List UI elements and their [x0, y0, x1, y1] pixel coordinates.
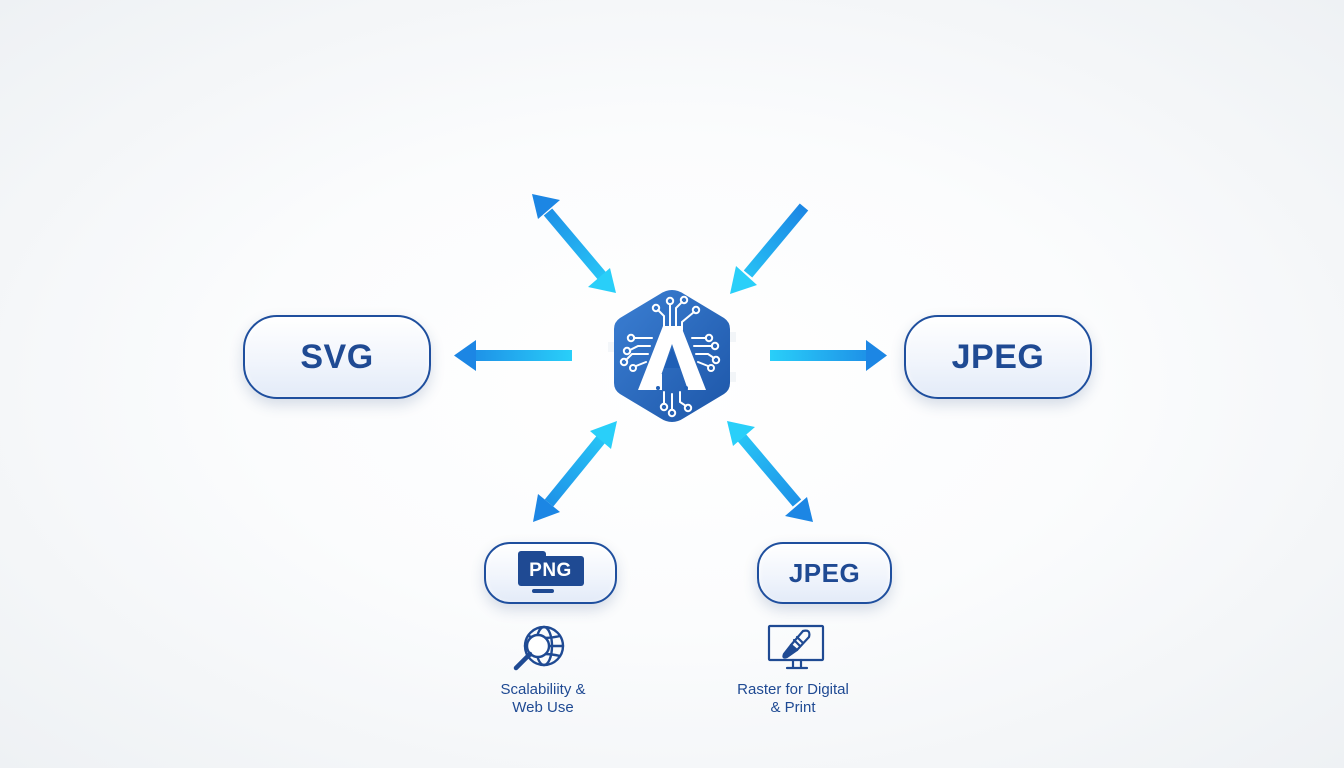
ai-hub-node[interactable]: [594, 286, 750, 426]
monitor-brush-icon: [767, 624, 827, 677]
feature-raster-caption: Raster for Digital & Print: [718, 681, 868, 717]
node-svg-label: SVG: [300, 337, 374, 376]
arrow-top-right: [730, 203, 809, 294]
arrow-right: [770, 340, 887, 371]
arrow-top-left: [532, 194, 616, 293]
feature-raster-line1: Raster for Digital: [737, 681, 849, 698]
node-png[interactable]: PNG: [484, 542, 617, 604]
arrow-bottom-left: [533, 421, 617, 522]
feature-scalability-line1: Scalabiliity &: [500, 681, 586, 698]
arrow-left: [454, 340, 572, 371]
node-png-label: PNG: [529, 560, 572, 581]
node-jpeg-bottom[interactable]: JPEG: [757, 542, 892, 604]
monitor-badge-icon: PNG: [517, 551, 584, 595]
ai-circuit-hexagon-icon: [594, 290, 750, 422]
node-jpeg-right[interactable]: JPEG: [904, 315, 1092, 399]
arrow-bottom-right: [727, 421, 813, 522]
feature-raster-line2: & Print: [770, 699, 816, 716]
feature-scalability-caption: Scalabiliity & Web Use: [473, 681, 613, 717]
magnifier-globe-icon: [509, 624, 569, 679]
node-jpeg-bottom-label: JPEG: [788, 557, 861, 588]
feature-scalability-line2: Web Use: [512, 699, 574, 716]
node-svg[interactable]: SVG: [243, 315, 431, 399]
node-jpeg-right-label: JPEG: [951, 337, 1045, 376]
